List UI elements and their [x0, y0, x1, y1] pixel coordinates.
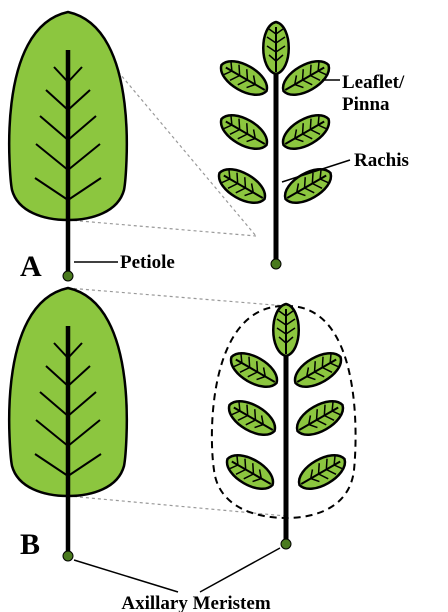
- leaflet-label: Leaflet/: [342, 72, 405, 93]
- leader-lines-b: [74, 548, 280, 592]
- rachis-label: Rachis: [354, 150, 409, 171]
- compound-leaf-a: [213, 22, 337, 269]
- axillary-meristem-dot-b2: [281, 539, 291, 549]
- axillary-meristem-label: Axillary Meristem: [121, 593, 270, 612]
- petiole-label: Petiole: [120, 252, 175, 273]
- panel-a: Leaflet/ Pinna Rachis Petiole A: [9, 12, 409, 283]
- panel-a-letter: A: [20, 250, 42, 283]
- pinna-label: Pinna: [342, 94, 390, 115]
- axillary-meristem-dot-b1: [63, 551, 73, 561]
- simple-leaf-b: [9, 288, 127, 554]
- axillary-meristem-dot-a1: [63, 271, 73, 281]
- axillary-meristem-dot-a2: [271, 259, 281, 269]
- simple-leaf-a: [9, 12, 127, 281]
- panel-b-letter: B: [20, 528, 40, 561]
- panel-b: B Axillary Meristem: [9, 288, 355, 612]
